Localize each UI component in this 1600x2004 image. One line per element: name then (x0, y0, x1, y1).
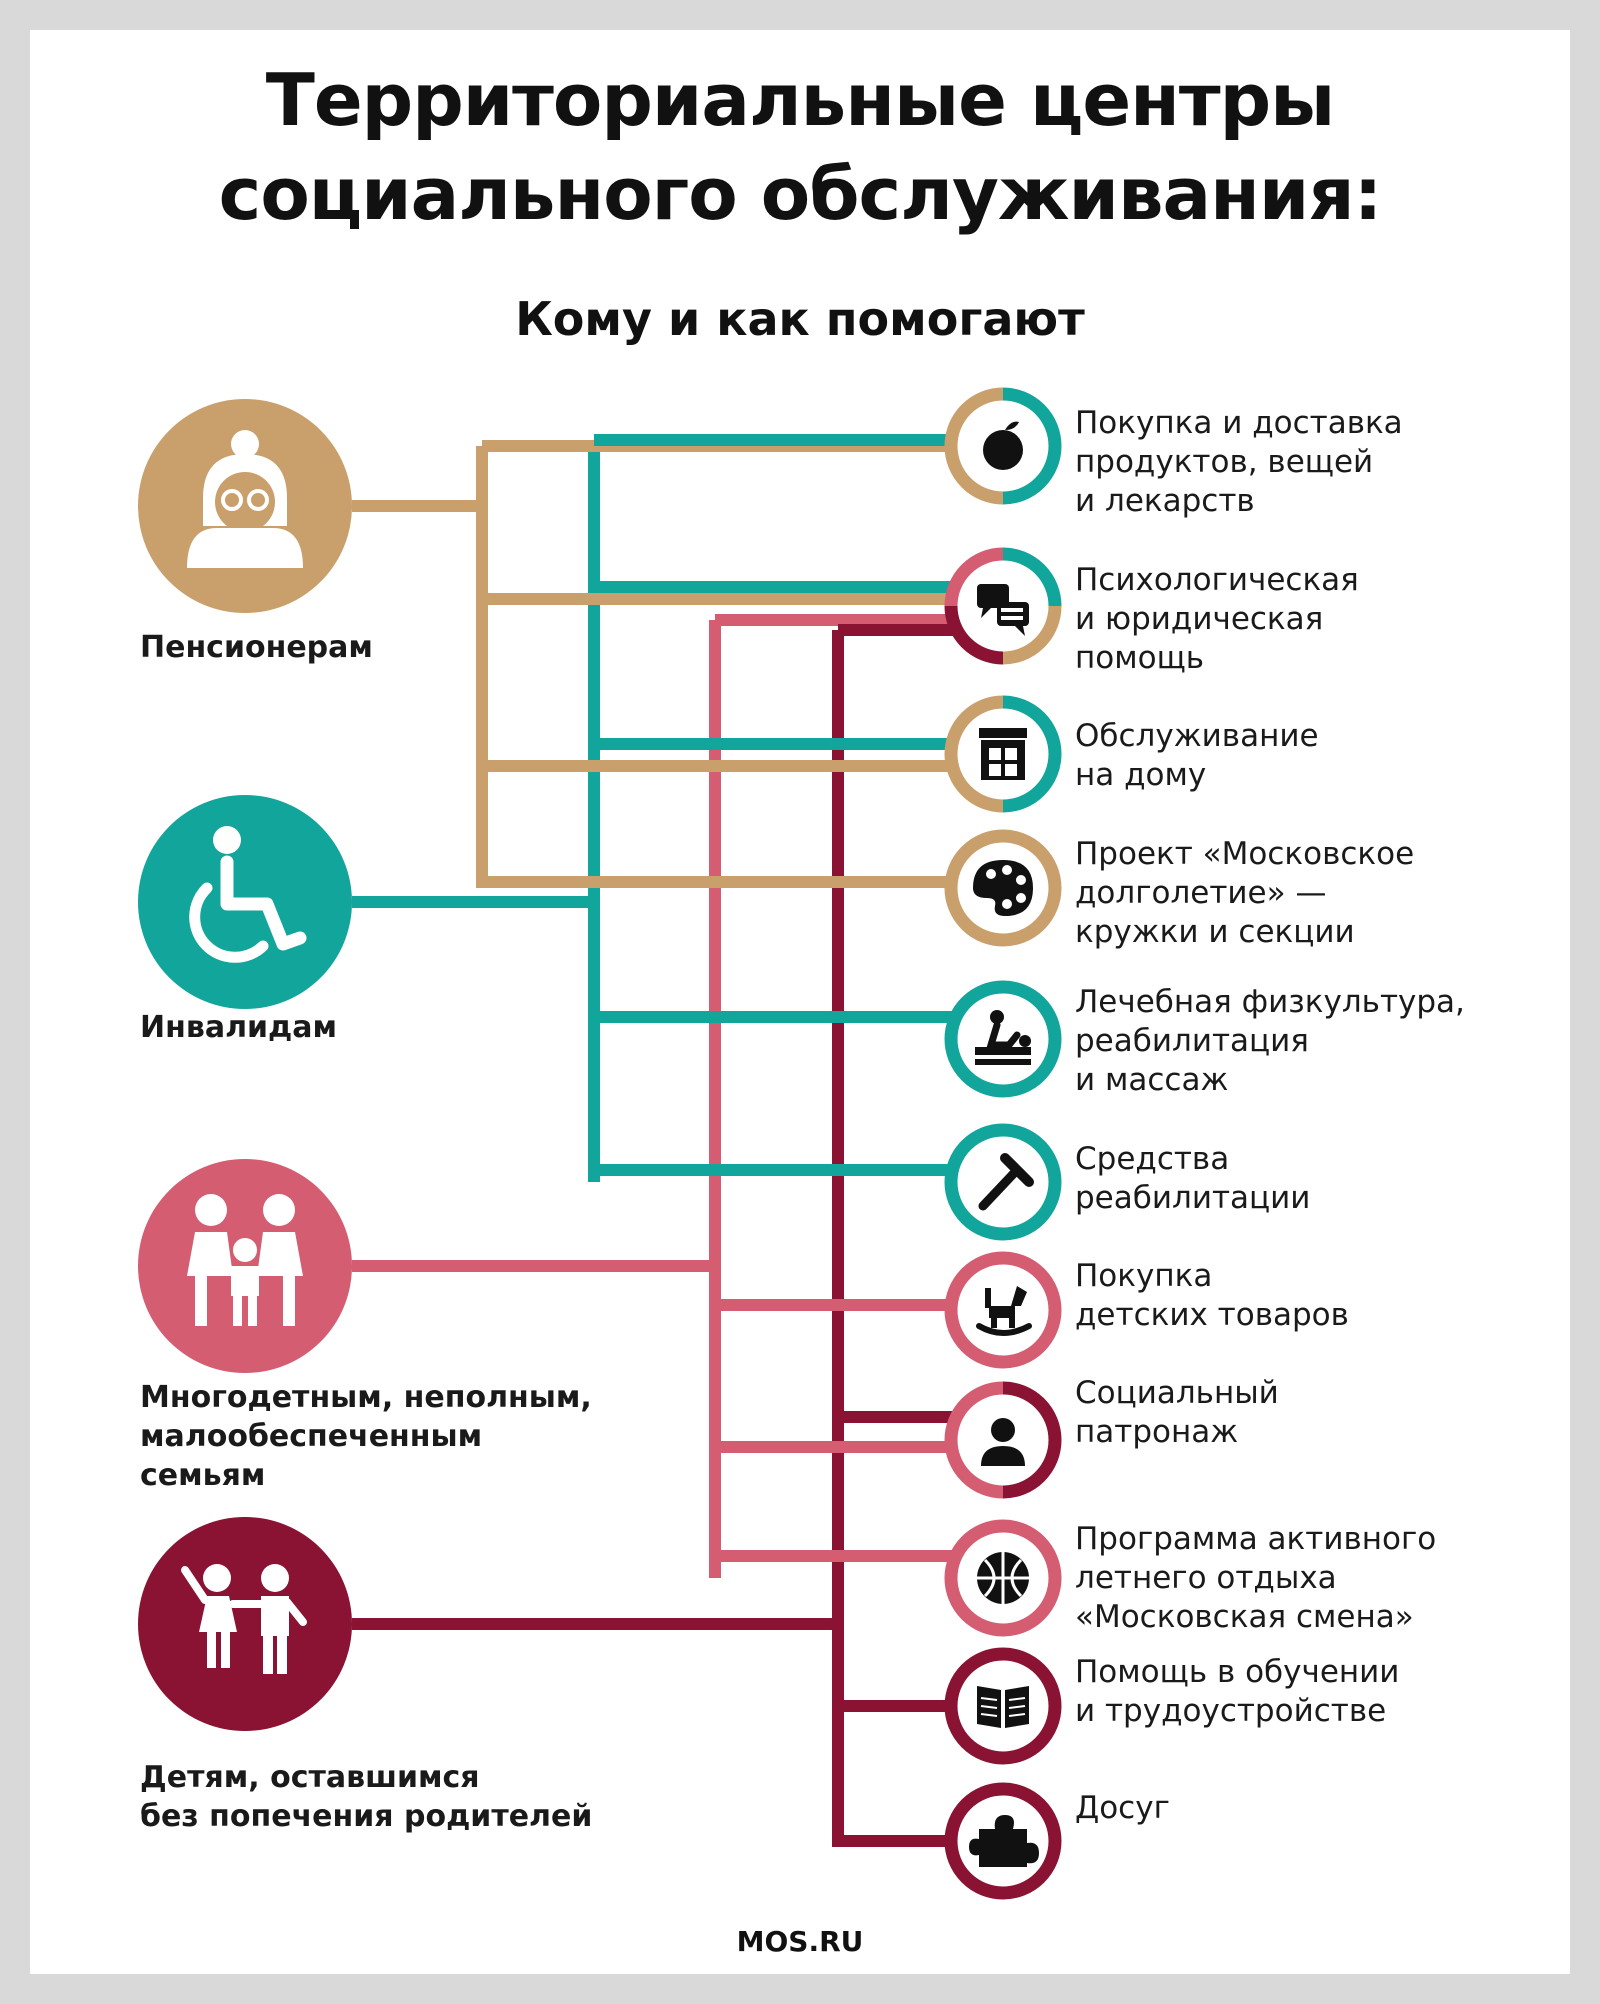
wheelchair-icon (189, 826, 307, 963)
cane-icon (978, 1153, 1034, 1211)
service-node-ring (944, 1647, 1062, 1765)
service-node-bg (945, 981, 1061, 1097)
group-label-children: Детям, оставшимся без попечения родителе… (140, 1760, 593, 1834)
service-node-bg (945, 1648, 1061, 1764)
chat-icon (977, 584, 1029, 636)
title-line-1: Территориальные центры (265, 58, 1336, 142)
palette-icon (973, 860, 1033, 916)
service-label-psych-legal: Психологическая и юридическая помощь (1075, 562, 1359, 676)
rocking-horse-icon (976, 1286, 1032, 1336)
subtitle: Кому и как помогают (515, 292, 1085, 346)
group-label-pensioners: Пенсионерам (140, 630, 373, 665)
service-label-longevity: Проект «Московское долголетие» — кружки … (1075, 836, 1415, 950)
family-icon (187, 1194, 303, 1326)
apple-icon (983, 421, 1023, 470)
book-icon (977, 1686, 1029, 1728)
service-node-ring (944, 1381, 1062, 1499)
service-label-education: Помощь в обучении и трудоустройстве (1075, 1654, 1400, 1729)
service-node-ring (944, 387, 1062, 505)
service-label-rehab-aids: Средства реабилитации (1075, 1141, 1311, 1216)
service-node-ring (944, 1251, 1062, 1369)
group-label-families: Многодетным, неполным, малообеспеченным … (140, 1380, 592, 1493)
massage-icon (975, 1010, 1031, 1065)
title-line-2: социального обслуживания: (218, 152, 1383, 236)
service-node-ring (944, 829, 1062, 947)
children-icon (181, 1564, 307, 1674)
service-nodes (944, 387, 1062, 1900)
puzzle-icon (969, 1815, 1039, 1867)
service-node-ring (944, 1782, 1062, 1900)
group-circle-children (138, 1517, 352, 1731)
service-node-ring (944, 1519, 1062, 1637)
grandmother-icon (187, 430, 303, 568)
group-label-disabled: Инвалидам (140, 1010, 338, 1045)
basketball-icon (977, 1552, 1029, 1604)
service-node-ring (944, 1123, 1062, 1241)
service-label-leisure: Досуг (1075, 1790, 1170, 1826)
person-icon (981, 1418, 1025, 1466)
service-node-ring (944, 980, 1062, 1098)
footer-source: MOS.RU (736, 1925, 864, 1958)
connector-lines (352, 434, 963, 1847)
service-node-ring (944, 547, 1062, 665)
service-label-summer: Программа активного летнего отдыха «Моск… (1075, 1521, 1437, 1635)
service-label-patronage: Социальный патронаж (1075, 1375, 1279, 1450)
service-node-ring (944, 695, 1062, 813)
service-label-home-care: Обслуживание на дому (1075, 718, 1319, 793)
service-label-delivery: Покупка и доставка продуктов, вещей и ле… (1075, 405, 1403, 519)
service-label-child-goods: Покупка детских товаров (1075, 1258, 1349, 1333)
service-label-physiotherapy: Лечебная физкультура, реабилитация и мас… (1075, 984, 1465, 1098)
group-circles (138, 399, 352, 1731)
house-icon (979, 728, 1027, 780)
